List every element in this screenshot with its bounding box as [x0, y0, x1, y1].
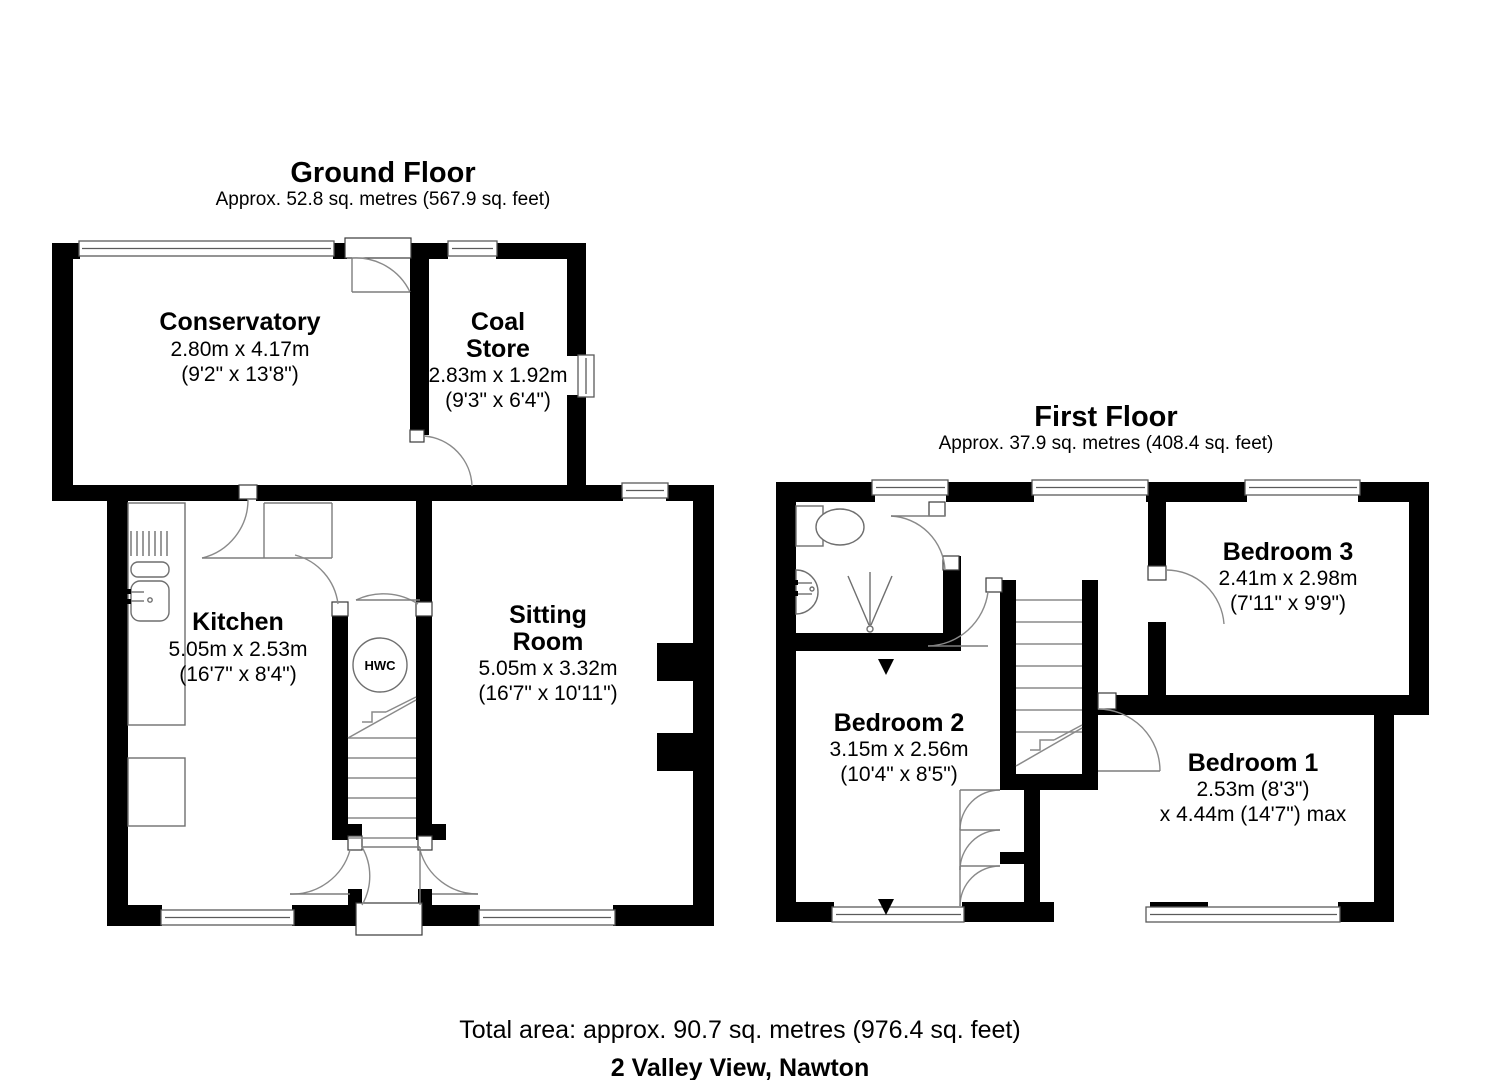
window-kitchen-south: [160, 909, 295, 926]
door-bedroom3: [1147, 565, 1225, 625]
hot-water-cylinder: HWC: [352, 637, 408, 693]
room-dim-sitting-room-imperial: (16'7" x 10'11"): [478, 682, 617, 705]
door-bedroom2: [927, 577, 1003, 647]
door-front-entrance: [355, 846, 423, 936]
room-dim-bedroom2-imperial: (10'4" x 8'5"): [840, 763, 957, 786]
door-porch-kitchen: [289, 835, 363, 895]
door-bathroom: [890, 501, 960, 571]
ground-floor-plan: Ground Floor Approx. 52.8 sq. metres (56…: [52, 157, 714, 936]
room-dim-coal-store-imperial: (9'3" x 6'4"): [445, 389, 551, 412]
marker-bathroom-view: [878, 659, 894, 675]
footer: Total area: approx. 90.7 sq. metres (976…: [459, 1016, 1020, 1080]
door-porch-sitting-room: [417, 835, 479, 895]
door-landing-cupboard-upper: [959, 789, 1001, 871]
door-conservatory-kitchen: [201, 484, 333, 559]
first-floor-plan: First Floor Approx. 37.9 sq. metres (408…: [776, 401, 1429, 923]
room-dim-sitting-room-metric: 5.05m x 3.32m: [479, 657, 618, 680]
room-dim-bedroom1-imperial: x 4.44m (14'7") max: [1160, 803, 1347, 826]
bathroom-fixtures: [791, 505, 893, 633]
window-conservatory-north: [78, 240, 335, 257]
room-dim-bedroom3-imperial: (7'11" x 9'9"): [1230, 592, 1346, 615]
window-coal-store-north: [447, 240, 498, 257]
room-label-coal-store-line2: Store: [466, 335, 530, 363]
ground-floor-walls: [52, 243, 714, 926]
room-dim-bedroom3-metric: 2.41m x 2.98m: [1219, 567, 1358, 590]
door-conservatory-entry: [344, 237, 412, 293]
room-dim-conservatory-imperial: (9'2" x 13'8"): [181, 363, 298, 386]
room-label-coal-store-line1: Coal: [471, 308, 525, 336]
window-coal-store-east: [577, 354, 595, 398]
room-dim-bedroom2-metric: 3.15m x 2.56m: [830, 738, 969, 761]
first-floor-doors: [890, 501, 1225, 907]
room-label-kitchen: Kitchen: [192, 608, 284, 636]
window-sitting-room-south: [478, 909, 616, 926]
door-coal-store: [409, 429, 473, 487]
window-sitting-room-north: [621, 482, 669, 499]
room-label-sitting-room-line1: Sitting: [509, 601, 587, 629]
first-floor-subtitle: Approx. 37.9 sq. metres (408.4 sq. feet): [939, 433, 1274, 454]
ground-floor-doors: [201, 237, 479, 936]
room-label-bedroom2: Bedroom 2: [834, 709, 965, 737]
marker-bedroom2-view: [878, 899, 894, 915]
ground-floor-subtitle: Approx. 52.8 sq. metres (567.9 sq. feet): [216, 189, 551, 210]
shower-icon: [847, 572, 893, 633]
window-landing-north: [1031, 479, 1149, 496]
room-dim-kitchen-imperial: (16'7" x 8'4"): [179, 663, 296, 686]
door-kitchen-hall: [294, 554, 349, 617]
ground-floor-labels: Conservatory 2.80m x 4.17m (9'2" x 13'8"…: [159, 308, 617, 705]
ground-floor-title: Ground Floor: [290, 157, 475, 189]
view-direction-markers: [878, 659, 894, 915]
ground-floor-stairs: [347, 696, 417, 839]
room-dim-bedroom1-metric: 2.53m (8'3"): [1196, 778, 1309, 801]
ground-floor-windows: [78, 240, 669, 926]
window-bathroom-north: [871, 479, 949, 496]
window-bedroom3-north: [1244, 479, 1361, 496]
room-dim-coal-store-metric: 2.83m x 1.92m: [429, 364, 568, 387]
room-label-bedroom1: Bedroom 1: [1188, 749, 1319, 777]
door-bedroom1: [1097, 692, 1161, 772]
first-floor-stairs: [1015, 599, 1083, 767]
room-label-sitting-room-line2: Room: [513, 628, 584, 656]
address-text: 2 Valley View, Nawton: [611, 1054, 869, 1080]
room-label-conservatory: Conservatory: [159, 308, 320, 336]
sink-drainer-icon: [130, 531, 168, 556]
first-floor-title: First Floor: [1034, 401, 1177, 433]
first-floor-windows: [831, 479, 1361, 923]
room-dim-conservatory-metric: 2.80m x 4.17m: [171, 338, 310, 361]
door-hall-sitting-room: [355, 593, 433, 617]
window-bedroom2-south: [831, 906, 965, 923]
total-area-text: Total area: approx. 90.7 sq. metres (976…: [459, 1016, 1020, 1044]
window-bedroom1-south: [1145, 906, 1341, 923]
first-floor-walls: [776, 482, 1429, 922]
hwc-label: HWC: [364, 658, 396, 673]
kitchen-fixtures: [125, 502, 186, 827]
room-label-bedroom3: Bedroom 3: [1223, 538, 1354, 566]
door-landing-cupboard-lower: [959, 865, 1001, 907]
first-floor-labels: Bedroom 3 2.41m x 2.98m (7'11" x 9'9") B…: [830, 538, 1358, 826]
room-dim-kitchen-metric: 5.05m x 2.53m: [169, 638, 308, 661]
